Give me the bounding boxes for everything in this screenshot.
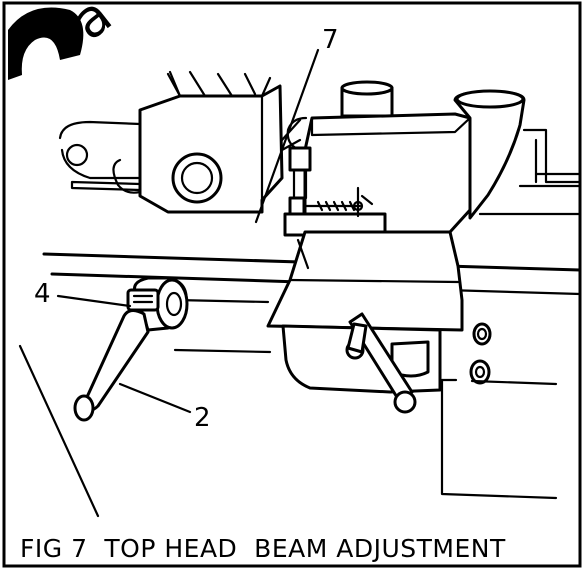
callout-7: 7 (322, 25, 339, 55)
motor-housing (283, 80, 526, 237)
adjustment-lever (73, 276, 189, 422)
leader-lines (18, 48, 320, 518)
beam (42, 252, 582, 354)
leader-line-2 (118, 382, 192, 414)
callout-4: 4 (34, 279, 51, 309)
leader-line-7 (254, 48, 320, 224)
watermark: a (8, 0, 123, 80)
crank-handle (345, 312, 430, 414)
leader-line-4 (56, 294, 132, 308)
figure-caption: FIG 7 TOP HEAD BEAM ADJUSTMENT (20, 534, 506, 563)
gearbox (266, 230, 464, 394)
machine-frame-right (478, 128, 582, 216)
callout-2: 2 (194, 403, 211, 433)
diagonal-line (18, 344, 100, 518)
side-panel (440, 322, 558, 500)
top-head-block (58, 70, 302, 214)
